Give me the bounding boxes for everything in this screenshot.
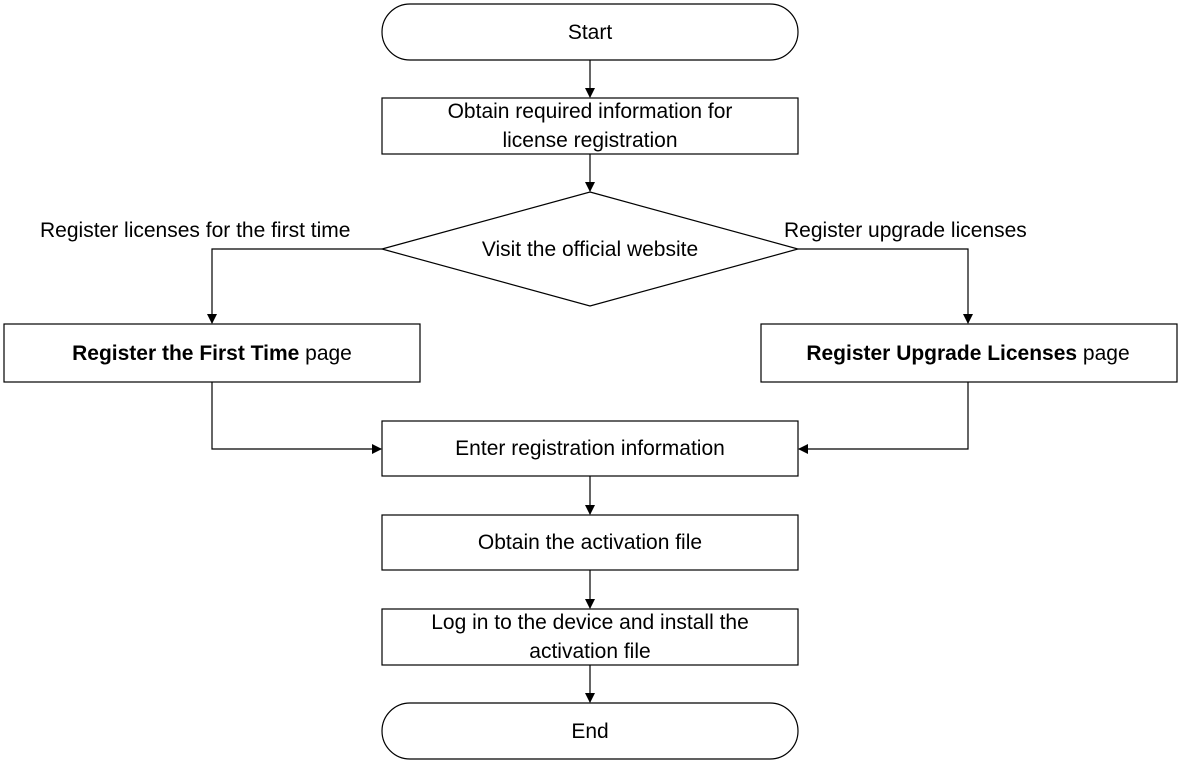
obtain-file-box: [381, 514, 799, 571]
enter-info-label: Enter registration information: [455, 437, 725, 460]
connector-decision-to-first-time: [207, 248, 382, 324]
start-label: Start: [568, 21, 613, 44]
first-time-page-suffix: page: [299, 342, 352, 365]
branch-left-label: Register licenses for the first time: [40, 219, 350, 242]
end-terminator: [381, 702, 799, 760]
install-label-line1: Log in to the device and install the: [431, 611, 749, 634]
first-time-page-bold: Register the First Time: [72, 342, 299, 365]
first-time-page-box: [3, 323, 421, 383]
install-file-box: [381, 608, 799, 666]
upgrade-page-box: [760, 323, 1178, 383]
obtain-info-box: [381, 97, 799, 155]
upgrade-page-label: Register Upgrade Licenses page: [806, 342, 1129, 365]
end-label: End: [571, 720, 608, 743]
obtain-info-label-line2: license registration: [502, 129, 677, 152]
connector-upgrade-to-enter: [798, 382, 969, 454]
branch-right-label: Register upgrade licenses: [784, 219, 1027, 242]
obtain-file-label: Obtain the activation file: [478, 531, 702, 554]
connector-decision-to-upgrade: [798, 248, 973, 324]
connector-first-time-to-enter: [211, 382, 382, 454]
install-label-line2: activation file: [529, 640, 650, 663]
decision-label: Visit the official website: [482, 238, 698, 261]
upgrade-page-bold: Register Upgrade Licenses: [806, 342, 1077, 365]
upgrade-page-suffix: page: [1077, 342, 1130, 365]
visit-website-decision: [379, 191, 801, 307]
obtain-info-label-line1: Obtain required information for: [448, 100, 733, 123]
first-time-page-label: Register the First Time page: [72, 342, 352, 365]
